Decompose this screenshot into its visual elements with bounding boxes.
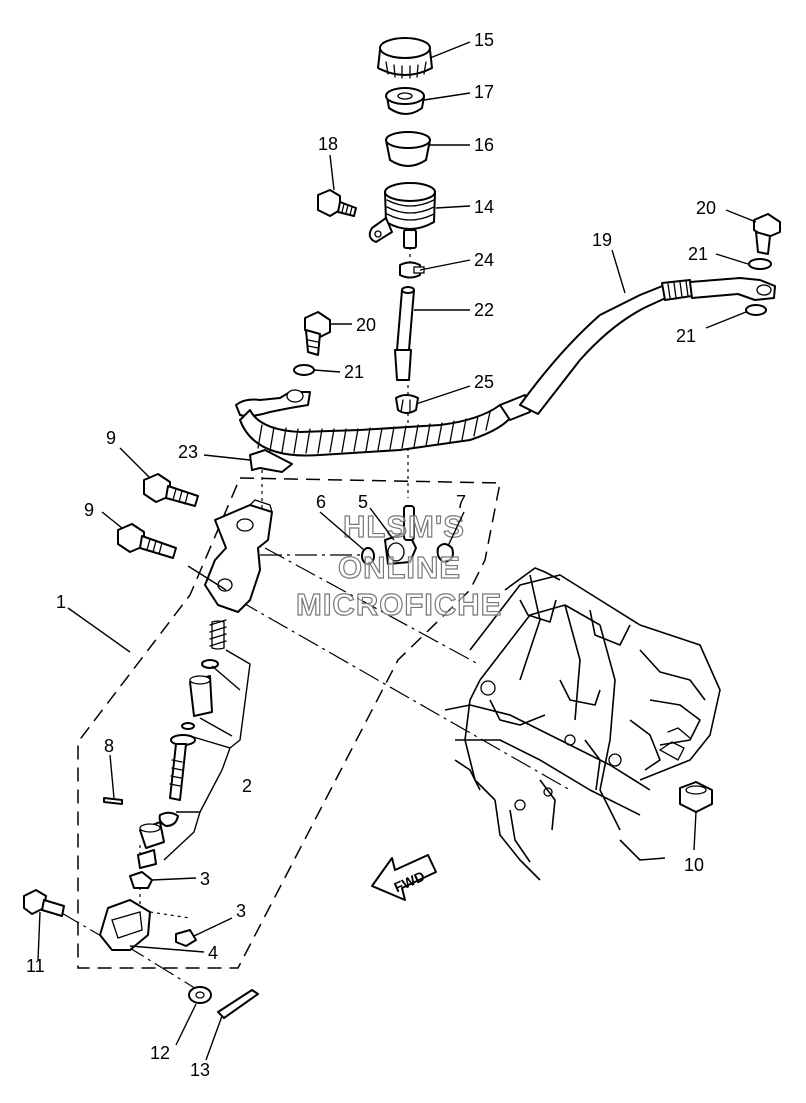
callout-cotter-pin: 8 [104,736,114,756]
leader-lines [37,41,757,1061]
callout-hose-clamp-lower: 25 [474,372,494,392]
clevis-pin [23,889,65,917]
diaphragm [385,131,431,167]
callout-13: 13 [190,1060,210,1080]
clevis [99,899,151,951]
reservoir-tank [368,182,436,249]
hose-joint [384,505,417,565]
locknut-lower [175,929,197,947]
callout-assembly: 1 [56,592,66,612]
callout-o-ring: 6 [316,492,326,512]
callout-hose-joint: 5 [358,492,368,512]
watermark-line-1: HLSM'S [343,509,465,544]
assembly-boundary [77,477,501,969]
mounting-bolt-lower [117,523,177,559]
hose-clamp-lower [395,394,419,414]
locknut-upper [129,871,153,889]
brake-hose [235,277,776,457]
mounting-bolt-upper [143,473,199,507]
callout-bolt-upper: 9 [106,428,116,448]
fwd-arrow-icon: FWD [371,854,437,901]
callout-washer-right-upper: 21 [688,244,708,264]
copper-washer-right-upper [748,258,772,270]
cotter-pin [103,797,123,805]
callout-brake-hose: 19 [592,230,612,250]
watermark: HLSM'S ONLINE MICROFICHE [295,508,502,622]
callout-locknut-lower: 3 [236,901,246,921]
callout-bolt-lower: 9 [84,500,94,520]
hose-guide [249,449,293,473]
callout-locknut-upper: 3 [200,869,210,889]
callout-washer-left: 21 [344,362,364,382]
cotter-pin-lower [217,989,259,1019]
callout-clevis: 4 [208,943,218,963]
o-ring [361,547,375,565]
callout-diaphragm: 16 [474,135,494,155]
callout-frame-nut: 10 [684,855,704,875]
callout-union-bolt-right: 20 [696,198,716,218]
watermark-line-3: MICROFICHE [296,587,502,622]
callout-reservoir-bolt: 18 [318,134,338,154]
callout-clevis-pin: 11 [26,956,45,976]
copper-washer-right-lower [745,304,767,316]
callout-diaphragm-plate: 17 [474,82,494,102]
copper-washer-left [293,364,315,376]
callout-union-bolt-left: 20 [356,315,376,335]
master-cylinder-bracket [204,499,273,613]
callout-labels: 4 15 17 16 14 18 24 22 25 20 21 19 20 21… [26,30,716,976]
hose-clamp-upper [399,261,425,279]
callout-master-cylinder-kit: 2 [242,776,252,796]
callout-circlip: 7 [456,492,466,512]
watermark-line-2: ONLINE [338,550,461,585]
reservoir-cap [377,37,433,79]
union-bolt-right [753,213,781,255]
callout-12: 12 [150,1043,170,1063]
callout-reservoir-hose: 22 [474,300,494,320]
callout-washer-right-lower: 21 [676,326,696,346]
circlip [436,543,454,563]
master-cylinder-kit [137,619,227,869]
diaphragm-plate [385,87,425,115]
callout-hose-clamp-upper: 24 [474,250,494,270]
callout-hose-guide: 23 [178,442,198,462]
plain-washer [188,986,212,1004]
callout-reservoir-tank: 14 [474,197,494,217]
callout-reservoir-cap: 15 [474,30,494,50]
frame-chassis-drawing [444,567,721,881]
reservoir-hose [394,286,415,381]
frame-nut [679,781,713,813]
reservoir-bolt [317,189,357,217]
union-bolt-left [304,311,331,356]
